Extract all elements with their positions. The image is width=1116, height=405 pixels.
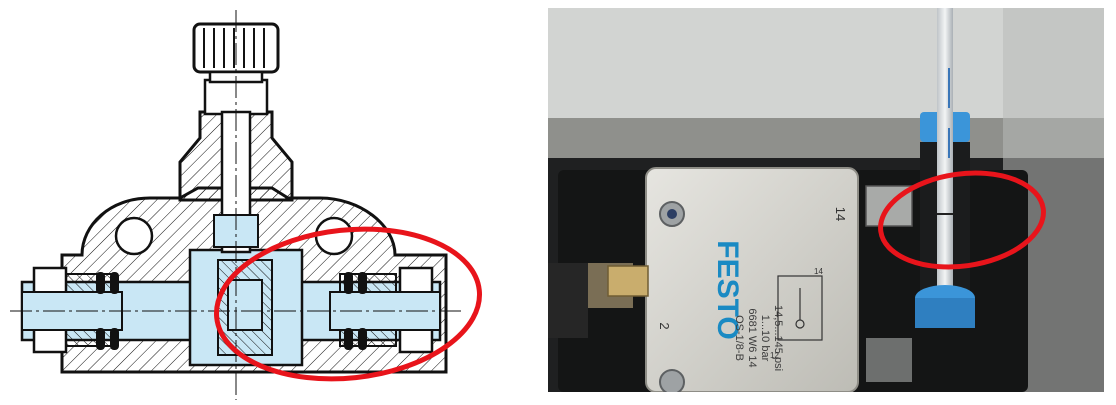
pneumatic-tube (937, 8, 953, 298)
festo-brand-text: FESTO (711, 240, 744, 339)
port-label-14: 14 (833, 207, 848, 221)
highlight-ellipse (213, 226, 483, 382)
symbol-label-12: 12 (770, 351, 779, 360)
pneumatic-symbol (777, 275, 823, 341)
valve-label-line-3: 1...10 bar (759, 315, 771, 362)
port-label-2: 2 (657, 322, 672, 329)
cross-section-drawing (0, 0, 520, 405)
valve-photo: FESTO OS-1/8-B 6681 W6 14 1...10 bar 14,… (548, 8, 1104, 392)
symbol-label-14: 14 (814, 267, 823, 276)
valve-label-line-2: 6681 W6 14 (746, 308, 758, 367)
highlight-ellipse-photo (878, 170, 1046, 270)
valve-label-line-1: OS-1/8-B (733, 315, 745, 361)
